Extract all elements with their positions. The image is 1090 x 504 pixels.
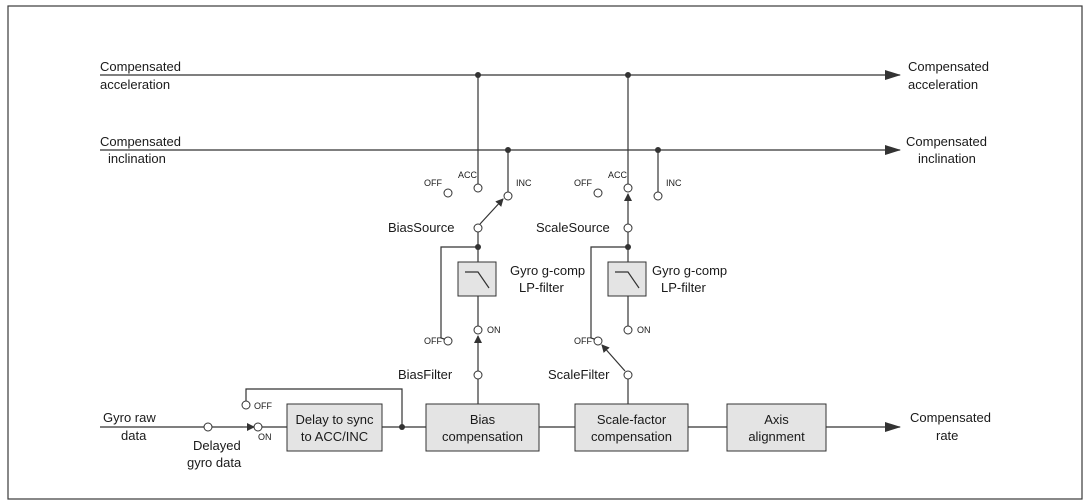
scale-source-label: ScaleSource (536, 220, 610, 235)
scale-filter-on-label: ON (637, 325, 651, 335)
diagram-frame (7, 5, 1083, 500)
bias-block-label-2: compensation (442, 429, 523, 444)
scale-inc-junction (655, 147, 661, 153)
bias-lp-label-1: Gyro g-comp (510, 263, 585, 278)
delayed-label-1: Delayed (193, 438, 241, 453)
bias-filter-label: BiasFilter (398, 367, 453, 382)
scale-filter-pivot (623, 370, 633, 380)
bias-acc-junction (475, 72, 481, 78)
bias-source-inc-label: INC (516, 178, 532, 188)
bias-filter-on-node (473, 325, 483, 335)
delayed-input-node (203, 422, 213, 432)
scale-filter-off-node (593, 336, 603, 346)
lowpass-icon (465, 271, 490, 289)
delay-switch-on-node (253, 422, 263, 432)
scale-source-inc-label: INC (666, 178, 682, 188)
output-incl-label-1: Compensated (906, 134, 987, 149)
input-gyro-label-1: Gyro raw (103, 410, 156, 425)
input-accel-label-1: Compensated (100, 59, 181, 74)
scale-source-inc-node (653, 191, 663, 201)
scale-filter-on-node (623, 325, 633, 335)
output-incl-label-2: inclination (918, 151, 976, 166)
scale-filter-off-label: OFF (574, 336, 592, 346)
output-accel-label-2: acceleration (908, 77, 978, 92)
delay-block-label-1: Delay to sync (295, 412, 374, 427)
bias-filter-off-label: OFF (424, 336, 442, 346)
scale-block-label-2: compensation (591, 429, 672, 444)
bias-filter-pivot (473, 370, 483, 380)
scale-lp-label-1: Gyro g-comp (652, 263, 727, 278)
scale-source-acc-node (623, 183, 633, 193)
lowpass-icon (615, 271, 640, 289)
scale-source-acc-label: ACC (608, 170, 628, 180)
bias-inc-junction (505, 147, 511, 153)
bias-source-switch-arm (479, 198, 504, 225)
scale-factor-compensation-block (574, 403, 689, 452)
scale-filter-label: ScaleFilter (548, 367, 610, 382)
scale-acc-junction (625, 72, 631, 78)
scale-source-pivot (623, 223, 633, 233)
bias-source-acc-label: ACC (458, 170, 478, 180)
input-incl-label-2: inclination (108, 151, 166, 166)
bias-filter-off-node (443, 336, 453, 346)
bias-filter-on-label: ON (487, 325, 501, 335)
scale-filter-switch-arm (601, 344, 626, 372)
scale-lp-label-2: LP-filter (661, 280, 706, 295)
input-gyro-label-2: data (121, 428, 147, 443)
scale-source-off-node (593, 188, 603, 198)
output-rate-label-2: rate (936, 428, 958, 443)
output-accel-label-1: Compensated (908, 59, 989, 74)
delay-switch-off-label: OFF (254, 401, 272, 411)
bias-block-label-1: Bias (470, 412, 496, 427)
bias-source-pivot (473, 223, 483, 233)
bias-lp-label-2: LP-filter (519, 280, 564, 295)
delay-switch-on-label: ON (258, 432, 272, 442)
scale-lp-filter-block (607, 261, 647, 297)
bias-compensation-block (425, 403, 540, 452)
output-rate-label-1: Compensated (910, 410, 991, 425)
bias-source-off-node (443, 188, 453, 198)
bias-lp-filter-block (457, 261, 497, 297)
bias-source-inc-node (503, 191, 513, 201)
input-accel-label-2: acceleration (100, 77, 170, 92)
input-incl-label-1: Compensated (100, 134, 181, 149)
delay-switch-off-node (241, 400, 251, 410)
delay-merge-junction (399, 424, 405, 430)
bias-source-label: BiasSource (388, 220, 454, 235)
scale-block-label-1: Scale-factor (597, 412, 667, 427)
delayed-label-2: gyro data (187, 455, 242, 470)
delay-block-label-2: to ACC/INC (301, 429, 368, 444)
axis-alignment-block (726, 403, 827, 452)
bias-source-off-label: OFF (424, 178, 442, 188)
axis-block-label-1: Axis (764, 412, 789, 427)
bias-source-acc-node (473, 183, 483, 193)
delay-sync-block (286, 403, 383, 452)
scale-source-off-label: OFF (574, 178, 592, 188)
axis-block-label-2: alignment (748, 429, 805, 444)
delay-bypass-wire (245, 388, 403, 427)
